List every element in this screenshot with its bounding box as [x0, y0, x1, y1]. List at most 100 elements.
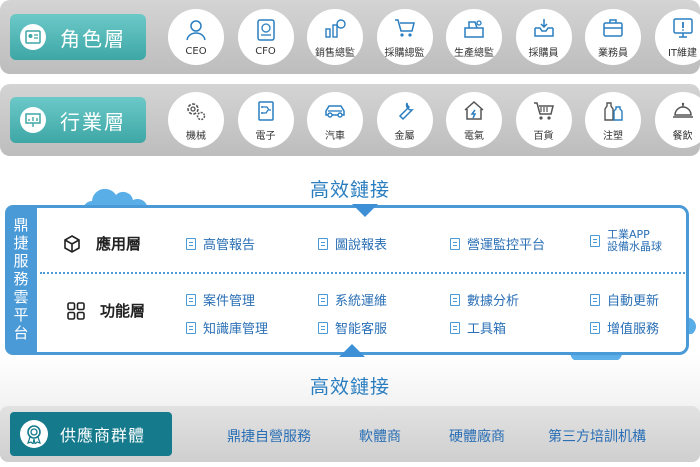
- item-label: 知識庫管理: [203, 322, 269, 337]
- industry-catering[interactable]: 餐飲: [654, 92, 700, 148]
- func-layer-heading: 功能層: [66, 300, 145, 321]
- shopping-cart-icon: [533, 101, 554, 120]
- industry-layer-label: 行業層: [10, 97, 146, 143]
- connector-bottom-text: 高效鏈接: [309, 376, 390, 398]
- app-item[interactable]: 營運監控平台: [450, 234, 545, 253]
- item-label: 工具箱: [467, 322, 507, 337]
- person-icon: [186, 19, 206, 40]
- item-label: 高管報告: [203, 238, 256, 253]
- industry-label: 電子: [255, 130, 276, 142]
- presentation-icon: [20, 107, 46, 133]
- item-label-line: 工業APP: [607, 228, 650, 241]
- func-item[interactable]: 案件管理: [186, 290, 255, 309]
- supplier-item[interactable]: 鼎捷自營服務: [227, 429, 311, 445]
- func-item[interactable]: 知識庫管理: [186, 318, 268, 337]
- industry-machinery[interactable]: 機械: [168, 92, 224, 148]
- document-icon: [450, 321, 460, 334]
- document-icon: [318, 321, 328, 334]
- func-item[interactable]: 增值服務: [590, 318, 659, 337]
- role-label: 採購總監: [384, 47, 425, 59]
- circuit-icon: [257, 100, 274, 121]
- platform-title: 鼎捷服務雲平台: [11, 217, 30, 343]
- industry-label: 注塑: [603, 130, 623, 142]
- document-icon: [450, 237, 460, 250]
- func-item[interactable]: 數據分析: [450, 290, 519, 309]
- app-item[interactable]: 圖說報表: [318, 234, 387, 253]
- monitor-alert-icon: [672, 17, 693, 38]
- role-salesperson[interactable]: 業務員: [585, 9, 641, 65]
- platform-title-tab: 鼎捷服務雲平台: [5, 205, 37, 355]
- cube-icon: [64, 234, 80, 253]
- func-item[interactable]: 自動更新: [590, 290, 659, 309]
- app-item[interactable]: 高管報告: [186, 234, 255, 253]
- document-icon: [590, 235, 600, 247]
- briefcase-icon: [603, 18, 623, 37]
- layer-divider: [40, 272, 688, 274]
- role-label: 業務員: [598, 47, 628, 59]
- document-icon: [590, 321, 600, 334]
- app-layer-label: 應用層: [96, 235, 142, 253]
- document-icon: [186, 321, 196, 334]
- production-icon: [464, 19, 484, 38]
- document-icon: [450, 293, 460, 306]
- arrow-down-icon: [352, 204, 378, 217]
- supplier-label: 供應商群體: [10, 412, 172, 456]
- role-layer-title: 角色層: [60, 26, 126, 51]
- industry-automotive[interactable]: 汽車: [307, 92, 363, 148]
- industry-layer-title: 行業層: [60, 109, 126, 134]
- industry-label: 金屬: [394, 130, 415, 142]
- cloche-icon: [672, 102, 693, 118]
- item-label: 案件管理: [203, 294, 256, 309]
- industry-label: 汽車: [325, 130, 345, 142]
- background-fog: [0, 355, 700, 415]
- document-icon: [318, 293, 328, 306]
- industry-label: 餐飲: [672, 130, 693, 142]
- role-label: 採購員: [528, 47, 559, 59]
- func-item[interactable]: 智能客服: [318, 318, 387, 337]
- supplier-item[interactable]: 軟體商: [359, 429, 401, 445]
- inbox-icon: [533, 18, 554, 37]
- supplier-title: 供應商群體: [60, 426, 146, 445]
- industry-layer-band: 行業層 機械 電子 汽車 金屬 電氣 百貨 注塑: [0, 84, 700, 156]
- item-label: 自動更新: [607, 294, 660, 309]
- award-icon: [20, 420, 48, 448]
- industry-label: 電氣: [464, 130, 484, 142]
- role-production-director[interactable]: 生產總監: [446, 9, 502, 65]
- arrow-up-icon: [339, 344, 365, 357]
- role-purchasing-director[interactable]: 採購總監: [376, 9, 433, 65]
- connector-top-text: 高效鏈接: [309, 179, 390, 201]
- grid-icon: [67, 301, 85, 320]
- industry-label: 機械: [186, 130, 206, 142]
- document-dollar-icon: [256, 18, 275, 41]
- item-label: 增值服務: [607, 322, 660, 337]
- role-ceo[interactable]: CEO: [168, 9, 224, 65]
- role-layer-label: 角色層: [10, 14, 146, 60]
- service-platform-box: [5, 205, 689, 355]
- industry-electrical[interactable]: 電氣: [446, 92, 502, 148]
- car-icon: [325, 104, 345, 118]
- industry-injection[interactable]: 注塑: [585, 92, 641, 148]
- func-item[interactable]: 工具箱: [450, 318, 506, 337]
- supplier-item[interactable]: 第三方培訓机構: [548, 429, 646, 445]
- industry-electronics[interactable]: 電子: [237, 92, 294, 148]
- role-label: IT維建: [667, 47, 698, 59]
- role-it[interactable]: IT維建: [654, 9, 700, 65]
- role-purchaser[interactable]: 採購員: [515, 9, 572, 65]
- wrench-icon: [398, 102, 414, 120]
- supplier-band: 供應商群體 鼎捷自營服務 軟體商 硬體廠商 第三方培訓机構: [0, 406, 700, 462]
- industry-metal[interactable]: 金屬: [376, 92, 433, 148]
- func-layer-label: 功能層: [100, 302, 146, 320]
- document-icon: [186, 293, 196, 306]
- role-cfo[interactable]: CFO: [237, 9, 294, 65]
- role-label: 生產總監: [454, 47, 494, 59]
- bottles-icon: [604, 101, 623, 121]
- item-label: 圖說報表: [335, 238, 388, 253]
- gears-icon: [187, 102, 206, 120]
- func-item[interactable]: 系統運維: [318, 290, 387, 309]
- role-sales-director[interactable]: 銷售總監: [307, 9, 363, 65]
- industry-retail[interactable]: 百貨: [515, 92, 572, 148]
- document-icon: [590, 293, 600, 306]
- app-layer-heading: 應用層: [62, 233, 141, 254]
- supplier-item[interactable]: 硬體廠商: [449, 429, 505, 445]
